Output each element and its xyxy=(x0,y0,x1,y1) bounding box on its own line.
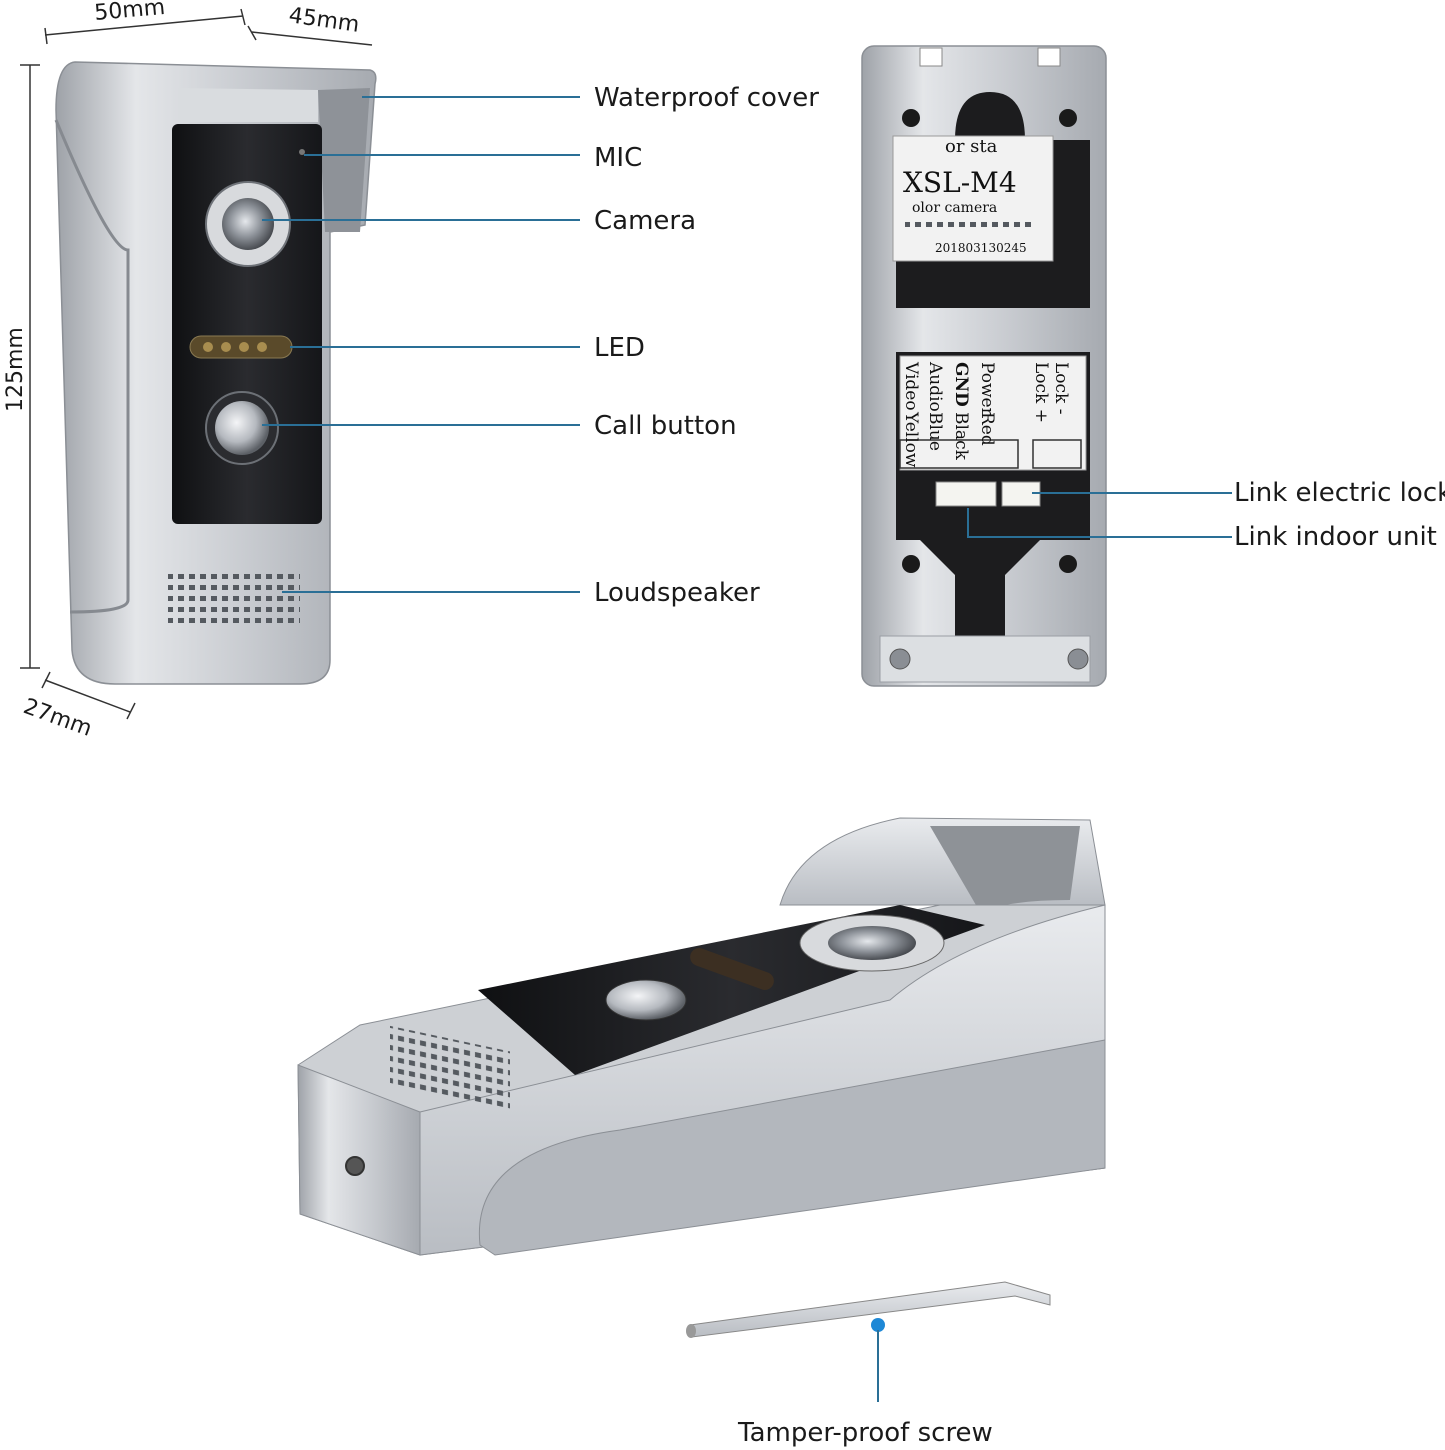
front-view-device xyxy=(54,61,377,685)
term-audio-color: Blue xyxy=(925,412,945,451)
hex-key-graphic xyxy=(686,1281,1051,1338)
sticker-model: XSL-M4 xyxy=(903,166,1017,199)
sticker-top: or sta xyxy=(945,136,998,157)
dim-height: 125mm xyxy=(3,327,28,412)
sticker-serial: 201803130245 xyxy=(935,241,1027,255)
label-link-electric-lock: Link electric lock xyxy=(1234,478,1445,508)
screw-pointer-dot xyxy=(871,1318,885,1332)
label-link-indoor-unit: Link indoor unit xyxy=(1234,522,1437,552)
dim-depth: 45mm xyxy=(287,3,361,38)
term-video: Video xyxy=(901,361,921,411)
back-leader-lines xyxy=(967,492,1232,538)
label-mic: MIC xyxy=(594,143,642,173)
model-sticker xyxy=(892,135,1054,262)
camera-lens xyxy=(222,198,274,250)
dim-thickness: 27mm xyxy=(20,694,95,742)
back-view-device xyxy=(861,45,1107,687)
label-loudspeaker: Loudspeaker xyxy=(594,578,760,608)
term-video-color: Yellow xyxy=(901,411,921,468)
front-leader-lines xyxy=(262,96,580,593)
term-gnd: GND xyxy=(951,362,971,407)
term-gnd-color: Black xyxy=(951,412,971,461)
label-call-button: Call button xyxy=(594,411,737,441)
call-button-graphic xyxy=(215,401,269,455)
term-power: Power xyxy=(977,362,997,417)
terminal-label xyxy=(899,355,1087,471)
terminal-texts: Video Yellow Audio Blue GND Black Power … xyxy=(901,361,1071,468)
label-waterproof-cover: Waterproof cover xyxy=(594,83,819,113)
perspective-view-device xyxy=(297,817,1106,1256)
speaker-grill xyxy=(168,572,300,628)
term-lock-minus: Lock - xyxy=(1051,362,1071,415)
dimension-lines xyxy=(20,8,373,720)
indoor-unit-connector xyxy=(935,481,997,507)
label-camera: Camera xyxy=(594,206,696,236)
dim-width: 50mm xyxy=(93,0,166,26)
label-led: LED xyxy=(594,333,645,363)
sticker-subtitle: olor camera xyxy=(912,200,997,216)
term-audio: Audio xyxy=(925,361,945,412)
mic-hole xyxy=(299,149,305,155)
label-tamper-proof-screw: Tamper-proof screw xyxy=(737,1418,993,1448)
term-lock-plus: Lock + xyxy=(1031,362,1051,423)
term-power-color: Red xyxy=(977,412,997,446)
